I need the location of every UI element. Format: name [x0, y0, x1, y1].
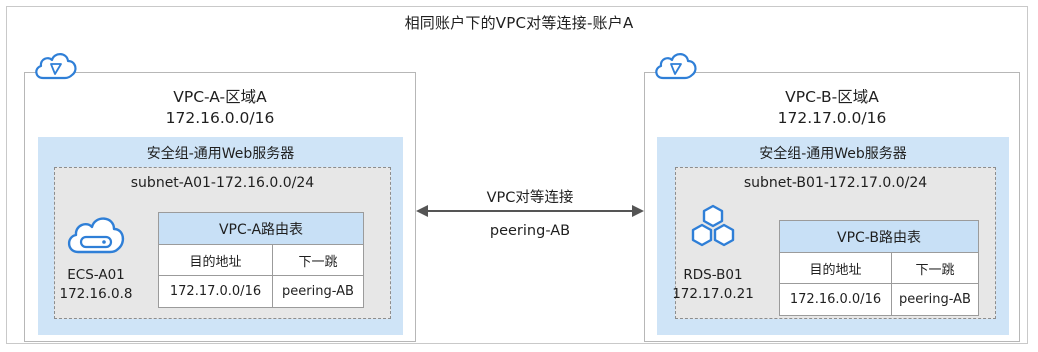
route-table-a-dest: 172.17.0.0/16 [159, 276, 273, 307]
security-group-a: 安全组-通用Web服务器 subnet-A01-172.16.0.0/24 EC… [38, 137, 403, 335]
subnet-a01-label: subnet-A01-172.16.0.0/24 [130, 175, 315, 191]
route-table-b-nexthop-header: 下一跳 [915, 262, 955, 278]
route-table-b-title: VPC-B路由表 [780, 221, 978, 253]
ecs-server-icon [67, 217, 125, 254]
rds-database-icon [691, 204, 735, 247]
peering-double-arrow-icon [416, 205, 644, 217]
subnet-b01: subnet-B01-172.17.0.0/24 RDS-B01 172.17.… [672, 167, 996, 319]
peering-name: peering-AB [489, 223, 571, 239]
route-table-b-dest-header: 目的地址 [780, 253, 892, 283]
ecs-a01-ip: 172.16.0.8 [59, 286, 133, 302]
security-group-a-label: 安全组-通用Web服务器 [146, 146, 295, 162]
vpc-cloud-icon [655, 53, 697, 80]
rds-b01-ip: 172.17.0.21 [672, 286, 754, 302]
route-table-a-nexthop: peering-AB [282, 284, 354, 299]
vpc-a-cidr: 172.16.0.0/16 [165, 109, 275, 127]
vpc-b-container: VPC-B-区域A 172.17.0.0/16 安全组-通用Web服务器 sub… [644, 53, 1020, 342]
peering-label: VPC对等连接 [486, 190, 574, 206]
subnet-b01-label: subnet-B01-172.17.0.0/24 [743, 175, 928, 191]
diagram-title: 相同账户下的VPC对等连接-账户A [404, 14, 634, 32]
route-table-a: VPC-A路由表 目的地址 下一跳 172.17.0.0/16 peering-… [158, 212, 364, 308]
route-table-a-title: VPC-A路由表 [159, 213, 363, 245]
vpc-a-name: VPC-A-区域A [173, 88, 267, 106]
route-table-b-nexthop: peering-AB [899, 292, 971, 307]
vpc-a-container: VPC-A-区域A 172.16.0.0/16 安全组-通用Web服务器 sub… [24, 53, 416, 342]
subnet-a01: subnet-A01-172.16.0.0/24 ECS-A01 172.16.… [54, 167, 391, 319]
route-table-a-dest-header: 目的地址 [159, 245, 273, 275]
route-table-b-dest: 172.16.0.0/16 [780, 284, 892, 315]
security-group-b-label: 安全组-通用Web服务器 [759, 146, 907, 162]
security-group-b: 安全组-通用Web服务器 subnet-B01-172.17.0.0/24 RD… [657, 137, 1009, 335]
route-table-b-header-row: 目的地址 下一跳 [780, 253, 978, 284]
route-table-b: VPC-B路由表 目的地址 下一跳 172.16.0.0/16 peering-… [779, 220, 979, 316]
vpc-cloud-icon [35, 53, 77, 80]
route-table-a-header-row: 目的地址 下一跳 [159, 245, 363, 276]
ecs-a01-name: ECS-A01 [67, 267, 125, 283]
vpc-b-name: VPC-B-区域A [785, 88, 879, 106]
vpc-b-cidr: 172.17.0.0/16 [777, 109, 887, 127]
route-table-b-row: 172.16.0.0/16 peering-AB [780, 284, 978, 315]
route-table-a-nexthop-header: 下一跳 [298, 254, 338, 270]
route-table-a-row: 172.17.0.0/16 peering-AB [159, 276, 363, 307]
rds-b01-name: RDS-B01 [683, 267, 743, 283]
